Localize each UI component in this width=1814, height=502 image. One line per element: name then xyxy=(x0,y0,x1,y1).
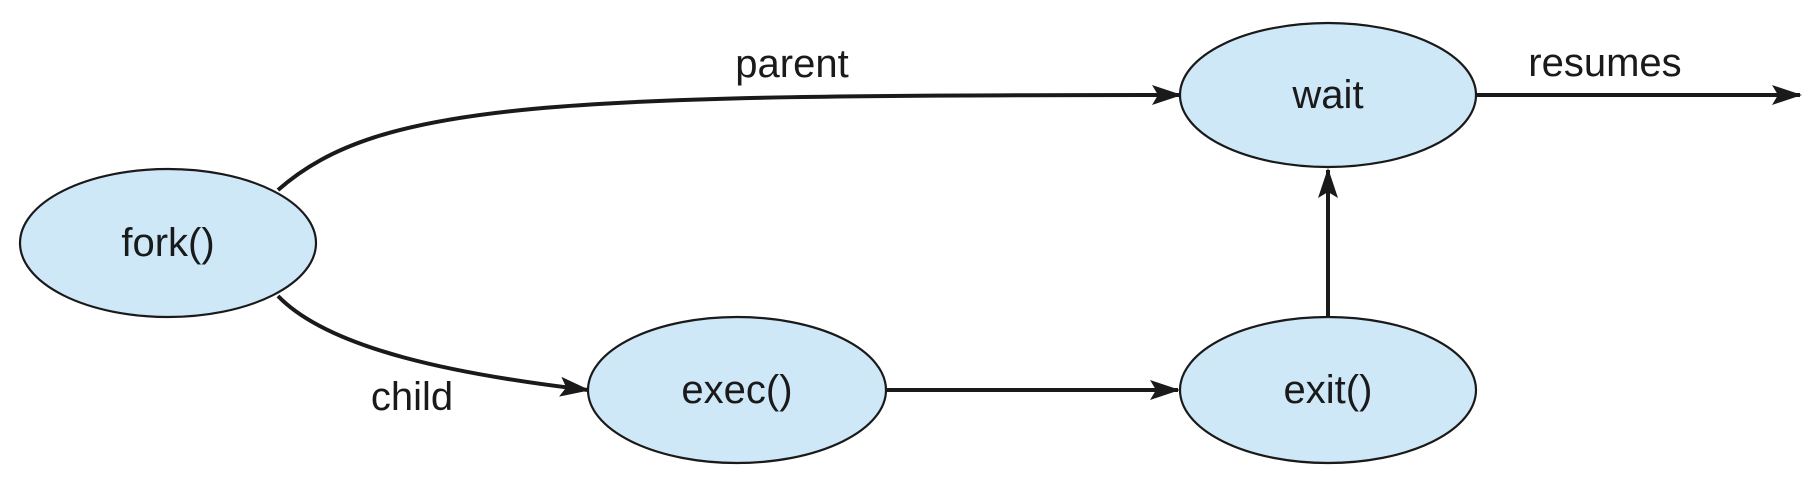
edge-child xyxy=(276,294,590,397)
edge-parent-label: parent xyxy=(735,42,848,86)
node-wait: wait xyxy=(1178,21,1478,169)
node-exit: exit() xyxy=(1178,315,1478,465)
node-fork: fork() xyxy=(18,167,318,319)
node-wait-label: wait xyxy=(1291,73,1363,117)
node-exec-label: exec() xyxy=(681,368,792,412)
node-exec: exec() xyxy=(586,315,888,465)
edge-parent xyxy=(276,85,1182,192)
edge-child-label: child xyxy=(371,375,453,419)
node-fork-label: fork() xyxy=(121,221,214,265)
node-exit-label: exit() xyxy=(1284,368,1373,412)
edge-resumes-label: resumes xyxy=(1528,41,1681,85)
